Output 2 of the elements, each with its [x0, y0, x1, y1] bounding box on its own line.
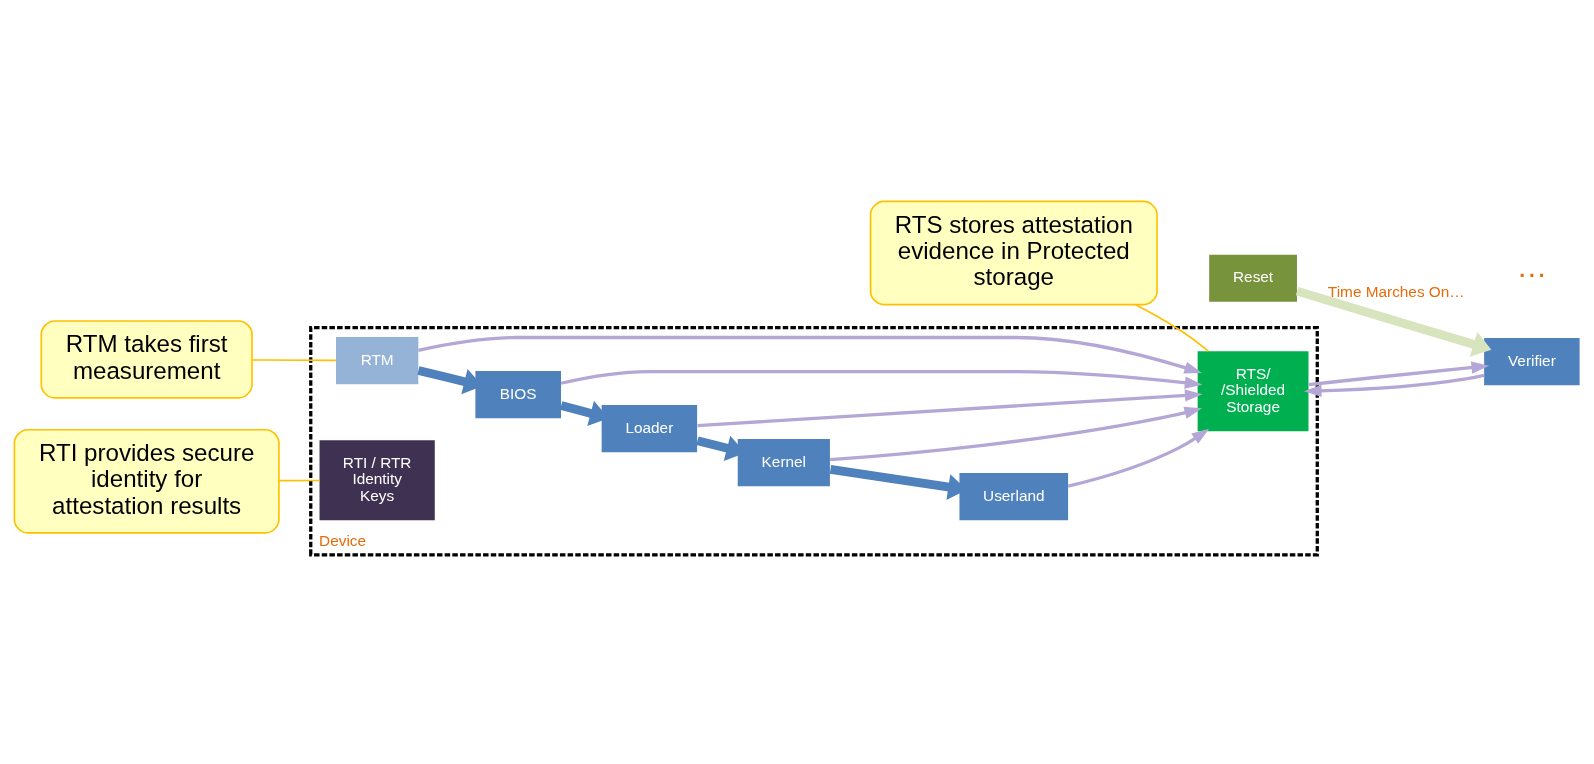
label: … [1516, 248, 1548, 284]
edge-label: Time Marches On… [1327, 282, 1465, 300]
